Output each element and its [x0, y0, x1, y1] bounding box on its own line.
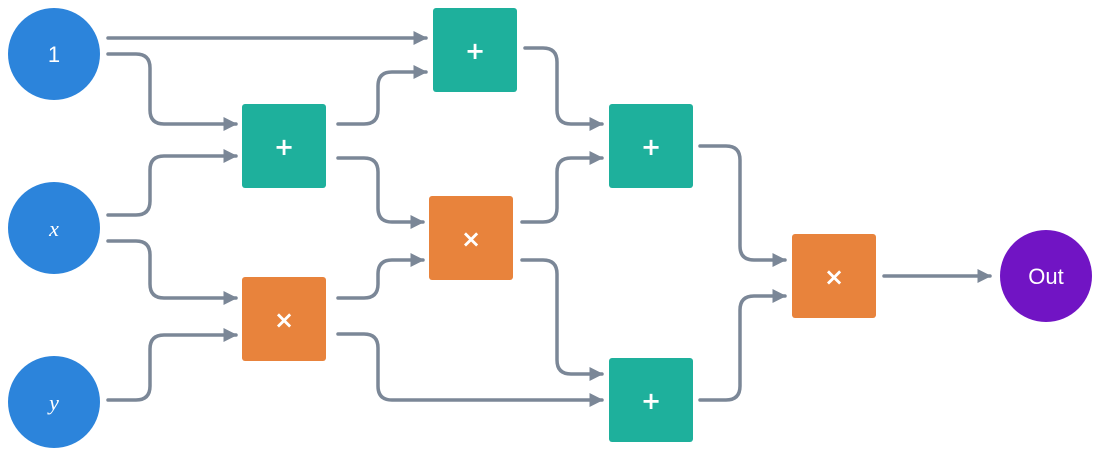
mul-node-a-label: × [274, 306, 294, 334]
add-node-c-label: + [641, 133, 661, 161]
output-node-label: Out [1028, 264, 1063, 289]
edge-add-d-to-mul-c [698, 289, 787, 402]
input-node-one[interactable]: 1 [8, 8, 100, 100]
output-node[interactable]: Out [1000, 230, 1092, 322]
mul-node-b-label: × [461, 225, 481, 253]
edge-mul-b-to-add-d [520, 258, 604, 381]
edge-y-to-mul-a [106, 328, 238, 402]
edge-mul-a-to-add-d [336, 332, 604, 407]
edge-add-c-to-mul-c [698, 144, 787, 267]
mul-node-c-label: × [824, 263, 844, 291]
input-node-y[interactable]: y [8, 356, 100, 448]
input-node-y-label: y [47, 390, 59, 415]
add-node-c[interactable]: + [609, 104, 693, 188]
edge-one-to-add-a [106, 52, 238, 131]
add-node-d[interactable]: + [609, 358, 693, 442]
edge-x-to-mul-a [106, 239, 238, 305]
edge-add-a-to-add-b [336, 65, 428, 126]
add-node-b-label: + [465, 37, 485, 65]
mul-node-a[interactable]: × [242, 277, 326, 361]
input-node-x[interactable]: x [8, 182, 100, 274]
add-node-d-label: + [641, 387, 661, 415]
edge-x-to-add-a [106, 149, 238, 217]
add-node-a-label: + [274, 133, 294, 161]
input-node-x-label: x [48, 216, 59, 241]
mul-node-b[interactable]: × [429, 196, 513, 280]
edges [106, 31, 992, 407]
add-node-a[interactable]: + [242, 104, 326, 188]
add-node-b[interactable]: + [433, 8, 517, 92]
edge-add-b-to-add-c [523, 46, 604, 131]
mul-node-c[interactable]: × [792, 234, 876, 318]
edge-mul-a-to-mul-b [336, 253, 425, 300]
input-node-one-label: 1 [48, 42, 60, 67]
edge-mul-b-to-add-c [520, 151, 604, 224]
edge-add-a-to-mul-b [336, 156, 425, 229]
